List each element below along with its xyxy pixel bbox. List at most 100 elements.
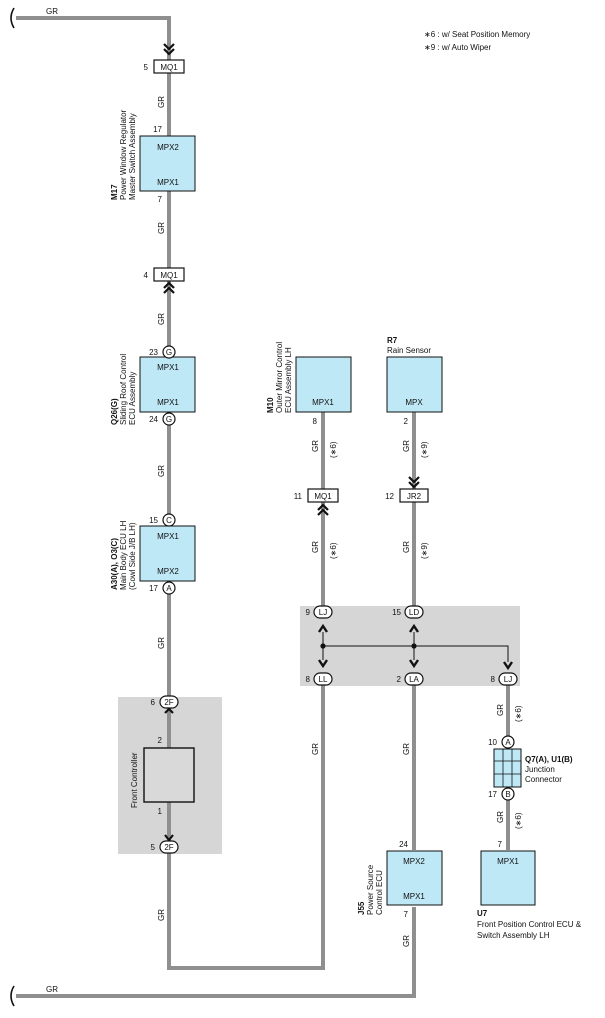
- component-name: ECU Assembly: [128, 372, 137, 425]
- wire-color-label: GR: [46, 985, 58, 994]
- note-line: ∗6 : w/ Seat Position Memory: [424, 30, 530, 39]
- component-name: Connector: [525, 775, 562, 784]
- break-mark-bottom: [10, 985, 15, 1007]
- port-label: MPX2: [157, 567, 179, 576]
- port-label: MPX: [405, 398, 423, 407]
- connector-label: LA: [409, 675, 419, 684]
- port-label: MPX2: [403, 857, 425, 866]
- connector-mq1-mid: [153, 267, 185, 282]
- component-name: Main Body ECU LH: [119, 520, 128, 590]
- connector-la: [404, 672, 424, 686]
- component-code: M10: [266, 397, 275, 413]
- ecu-box: [139, 135, 196, 192]
- wire-color-label: GR: [157, 313, 166, 325]
- component-q26: MPX1 MPX1 G G 23 24 Q26(G) Sliding Roof …: [110, 345, 196, 426]
- pin-number: 12: [385, 492, 394, 501]
- connector-chevrons: [163, 43, 420, 842]
- pin-number: 5: [144, 63, 149, 72]
- connector-jr2: [399, 488, 429, 503]
- port-label: MPX1: [157, 532, 179, 541]
- condition-label: (∗6): [329, 542, 338, 559]
- component-u7: 7 MPX1 U7 Front Position Control ECU & S…: [477, 840, 582, 940]
- pin-number: 23: [149, 348, 158, 357]
- pin-number: 2: [404, 417, 409, 426]
- pin-number: 17: [149, 584, 158, 593]
- junction-chevrons: [318, 623, 513, 671]
- component-m10: MPX1 8 M10 Outer Mirror Control ECU Asse…: [266, 342, 352, 426]
- wire-color-label: GR: [311, 541, 320, 553]
- pin-number: 17: [153, 125, 162, 134]
- chevron-2f-top: [164, 707, 174, 714]
- ecu-box: [386, 850, 443, 906]
- component-name: Junction: [525, 765, 555, 774]
- pin-number: 15: [149, 516, 158, 525]
- condition-label: (∗9): [420, 441, 429, 458]
- pin-number: 8: [313, 417, 318, 426]
- condition-label: (∗6): [514, 705, 523, 722]
- wire-color-label: GR: [402, 440, 411, 452]
- port-label: MPX1: [497, 857, 519, 866]
- wire-color-label: GR: [402, 541, 411, 553]
- connector-2f-top: [159, 695, 179, 709]
- connector-circle: [162, 581, 176, 595]
- ecu-box: [480, 850, 536, 906]
- connector-circle: [501, 787, 515, 801]
- pin-number: 15: [392, 608, 401, 617]
- junction-connector-grid: [494, 749, 521, 787]
- component-code: R7: [387, 336, 398, 345]
- connector-label: 2F: [164, 843, 173, 852]
- wire-color-labels: GR GR GR GR GR GR GR GR GR GR GR GR GR G…: [46, 7, 505, 994]
- component-code: U7: [477, 909, 488, 918]
- splice-dot: [411, 643, 417, 649]
- wire-color-label: GR: [46, 7, 58, 16]
- connector-label: LJ: [319, 608, 327, 617]
- connector-boxes: MQ1 5 MQ1 4 MQ1 11 JR2 12: [144, 59, 429, 503]
- chevron-2f-bottom: [164, 834, 174, 842]
- connector-label: MQ1: [314, 492, 332, 501]
- wire-color-label: GR: [496, 811, 505, 823]
- component-name: Switch Assembly LH: [477, 931, 550, 940]
- pin-number: 24: [149, 415, 158, 424]
- connector-label: LJ: [504, 675, 512, 684]
- port-label: MPX1: [157, 178, 179, 187]
- connector-ld: [404, 605, 424, 619]
- condition-label: (∗6): [329, 441, 338, 458]
- connector-lj-top: [313, 605, 333, 619]
- wire-color-label: GR: [157, 909, 166, 921]
- component-name: ECU Assembly LH: [284, 347, 293, 413]
- port-label: MPX1: [403, 892, 425, 901]
- port-label: MPX1: [312, 398, 334, 407]
- component-r7: R7 Rain Sensor MPX 2: [386, 336, 443, 426]
- component-name: Master Switch Assembly: [128, 113, 137, 200]
- connector-mq1-right: [307, 488, 339, 503]
- connector-lj-bottom: [498, 672, 518, 686]
- condition-label: (∗9): [420, 542, 429, 559]
- component-name: Power Window Regulator: [119, 109, 128, 200]
- component-a30: MPX1 MPX2 C A 15 17 A30(A), O3(C) Main B…: [110, 513, 196, 595]
- wire-color-label: GR: [157, 465, 166, 477]
- wire-color-label: GR: [311, 743, 320, 755]
- component-code: Q26(G): [110, 398, 119, 425]
- pin-number: 2: [158, 736, 163, 745]
- connector-label: MQ1: [160, 63, 178, 72]
- component-j55: MPX2 MPX1 24 7 J55 Power Source Control …: [357, 840, 443, 919]
- component-front-controller: 2F 6 2 1 2F 5 Front Controller: [130, 695, 195, 854]
- port-label: MPX2: [157, 143, 179, 152]
- junction-block: LJ 9 LD 15 LL 8 LA 2 LJ 8: [306, 605, 518, 686]
- connector-circle: [162, 412, 176, 426]
- pin-number: 10: [488, 738, 497, 747]
- component-name: Front Controller: [130, 752, 139, 808]
- connector-circle: [501, 735, 515, 749]
- connector-label: MQ1: [160, 271, 178, 280]
- wire-color-label: GR: [157, 96, 166, 108]
- controller-box: [143, 747, 195, 803]
- junction-connector-box: [493, 748, 522, 788]
- pin-number: 6: [151, 698, 156, 707]
- splice-dot: [320, 643, 326, 649]
- ecu-box: [295, 356, 352, 413]
- wire-color-label: GR: [496, 704, 505, 716]
- connector-letter: B: [505, 790, 510, 799]
- note-line: ∗9 : w/ Auto Wiper: [424, 43, 492, 52]
- pin-number: 24: [399, 840, 408, 849]
- connector-letter: A: [505, 738, 511, 747]
